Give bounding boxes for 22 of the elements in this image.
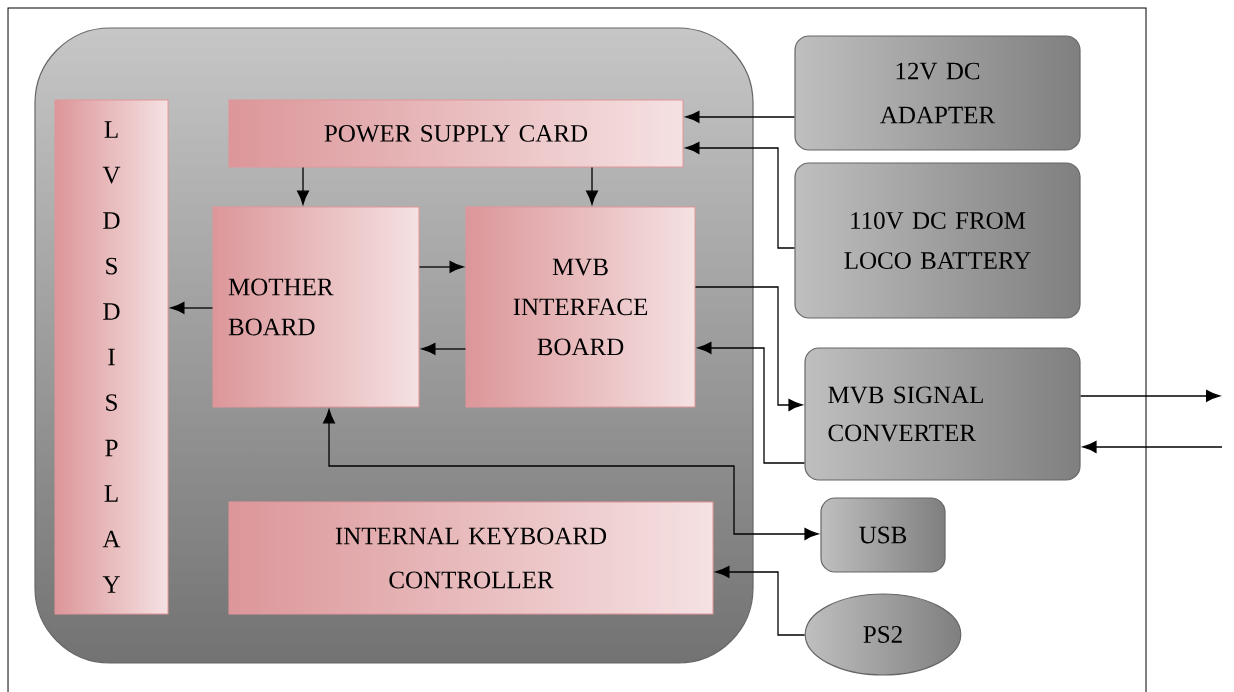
- arrow: [170, 302, 214, 314]
- input-box: USB: [820, 497, 946, 573]
- arrow: [586, 166, 598, 205]
- board-box: MOTHER BOARD: [212, 206, 420, 408]
- arrow: [685, 142, 796, 249]
- arrow: [1079, 390, 1221, 402]
- arrow: [694, 286, 803, 411]
- arrow: [1082, 441, 1223, 453]
- arrow: [697, 342, 806, 464]
- arrow: [685, 111, 796, 123]
- input-box: 12V DC ADAPTER: [794, 35, 1081, 151]
- arrow: [323, 409, 819, 540]
- board-box: POWER SUPPLY CARD: [228, 99, 684, 168]
- arrow: [715, 566, 806, 636]
- arrow: [418, 261, 464, 273]
- input-box: 110V DC FROM LOCO BATTERY: [794, 162, 1081, 319]
- arrow: [297, 166, 309, 205]
- input-box: MVB SIGNAL CONVERTER: [804, 347, 1081, 481]
- board-box: MVB INTERFACE BOARD: [465, 206, 696, 408]
- board-box: INTERNAL KEYBOARD CONTROLLER: [228, 501, 714, 615]
- board-box: L V D S D I S P L A Y: [54, 99, 169, 615]
- arrow: [421, 343, 467, 355]
